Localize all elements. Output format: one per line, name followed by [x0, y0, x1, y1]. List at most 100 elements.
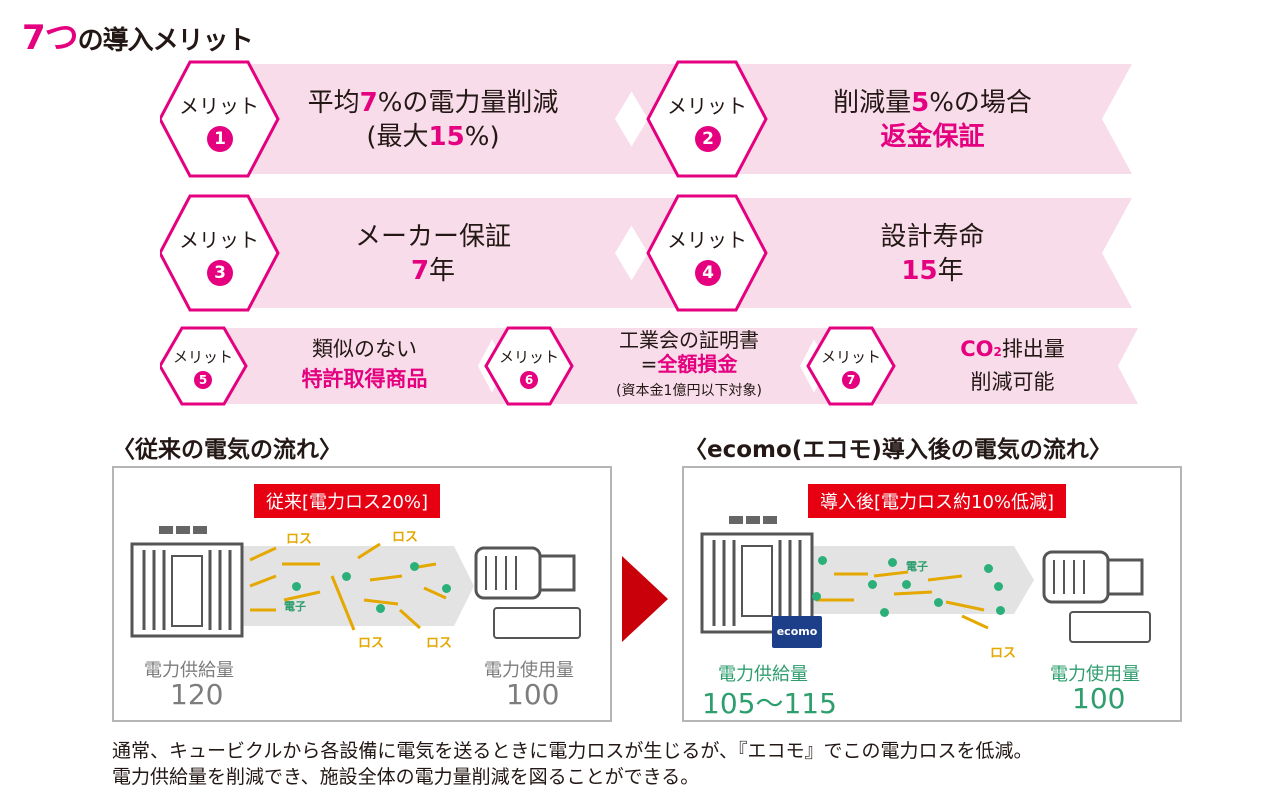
merit-text-note: (資本金1億円以下対象) [616, 383, 762, 399]
ecomo-device-label: ecomo [776, 625, 818, 638]
electron-dot [342, 572, 351, 581]
loss-label: ロス [286, 532, 313, 547]
merit-text-highlight: 7 [359, 88, 378, 118]
conventional-flow-panel: 従来[電力ロス20%] ロス ロス ロス ロス 電子 電力供給量 120 電力使… [112, 466, 612, 722]
merit-banner-6-shape [484, 326, 820, 406]
electron-dot [812, 592, 821, 601]
title-rest: の導入メリット [77, 26, 254, 56]
title-accent: 7つ [22, 18, 79, 58]
merit-text-highlight: 特許取得商品 [301, 367, 428, 391]
electron-dot [934, 598, 943, 607]
merit-text: 削減量5%の場合 返金保証 [770, 86, 1095, 154]
merit-number-badge: 3 [207, 260, 233, 286]
supply-label: 電力供給量 [718, 664, 808, 685]
merit-text: 類似のない 特許取得商品 [252, 334, 477, 394]
merit-text-part: 削減量 [833, 88, 912, 118]
electron-label: 電子 [906, 560, 928, 573]
merit-text-part: = [640, 352, 658, 376]
merit-text-highlight: 5 [911, 88, 930, 118]
electron-dot [292, 582, 301, 591]
merit-text-part: 平均 [307, 88, 360, 118]
usage-value: 100 [506, 678, 560, 711]
merit-banner-4-shape [615, 194, 1132, 312]
merit-text-part: 年 [937, 256, 964, 286]
merit-banner-2-shape [615, 60, 1132, 178]
ecomo-flow-panel: 導入後[電力ロス約10%低減] ecomo ロス 電子 電力供給量 105〜11… [682, 466, 1182, 722]
electron-label: 電子 [284, 600, 306, 613]
merit-text-highlight: 返金保証 [880, 122, 985, 152]
ecomo-flow-diagram [700, 516, 1151, 648]
merit-banner-7: メリット 7 CO2排出量 削減可能 [804, 326, 1140, 406]
electron-dot [442, 584, 451, 593]
merit-text-part: 削減可能 [970, 370, 1055, 394]
merit-text: 工業会の証明書 =全額損金 (資本金1億円以下対象) [574, 328, 804, 403]
merit-text: メーカー保証 7年 [278, 220, 588, 288]
caption-line-2: 電力供給量を削減でき、施設全体の電力量削減を図ることができる。 [112, 766, 700, 788]
loss-label: ロス [426, 636, 453, 651]
electron-dot [888, 558, 897, 567]
merit-text: CO2排出量 削減可能 [900, 334, 1125, 397]
merit-banner-6: メリット 6 工業会の証明書 =全額損金 (資本金1億円以下対象) [482, 326, 822, 406]
electron-dot [818, 556, 827, 565]
merit-number-badge: 2 [695, 126, 721, 152]
merit-banner-4: メリット 4 設計寿命 15年 [610, 194, 1135, 312]
caption-line-1: 通常、キュービクルから各設備に電気を送るときに電力ロスが生じるが、『エコモ』でこ… [112, 740, 1033, 762]
merit-banner-3: メリット 3 メーカー保証 7年 [160, 194, 650, 312]
merit-text-highlight: 全額損金 [657, 352, 738, 376]
supply-label: 電力供給量 [144, 660, 234, 681]
loss-label: ロス [392, 530, 419, 545]
merit-number-badge: 5 [194, 371, 212, 389]
merit-number-badge: 6 [520, 371, 538, 389]
usage-value: 100 [1072, 682, 1126, 715]
usage-label: 電力使用量 [484, 660, 574, 681]
merit-text-highlight: CO [960, 337, 994, 361]
merit-text-part: %の場合 [929, 88, 1032, 118]
merit-text: 設計寿命 15年 [770, 220, 1095, 288]
page-title: 7つの導入メリット [22, 10, 254, 59]
merit-text-part: %) [464, 122, 500, 152]
merit-text-part: (最大 [366, 122, 429, 152]
merit-banner-1: メリット 1 平均7%の電力量削減 (最大15%) [160, 60, 650, 178]
loss-label: ロス [358, 636, 385, 651]
loss-label: ロス [990, 646, 1017, 661]
merit-banner-3-shape [160, 194, 648, 312]
merit-banner-7-shape [806, 326, 1138, 406]
merit-label: メリット [820, 348, 881, 366]
merit-number-badge: 4 [695, 260, 721, 286]
merit-text-part: 工業会の証明書 [619, 328, 759, 352]
left-section-heading: 〈従来の電気の流れ〉 [112, 437, 342, 463]
merit-label: メリット [498, 348, 559, 366]
electron-dot [994, 582, 1003, 591]
merit-text-part: 類似のない [312, 337, 417, 361]
merit-label: メリット [179, 94, 259, 118]
loss-tag: 導入後[電力ロス約10%低減] [808, 484, 1067, 518]
merit-text-part: 年 [429, 256, 456, 286]
merit-banner-2: メリット 2 削減量5%の場合 返金保証 [610, 60, 1135, 178]
usage-label: 電力使用量 [1050, 664, 1140, 685]
transition-arrow-icon [622, 556, 668, 642]
merit-banner-5: メリット 5 類似のない 特許取得商品 [160, 326, 500, 406]
merit-banner-1-shape [160, 60, 648, 178]
merit-text-highlight: 15 [428, 122, 465, 152]
electron-dot [880, 608, 889, 617]
merit-text-highlight: 15 [901, 256, 938, 286]
merit-label: メリット [667, 228, 747, 252]
merit-text-part: メーカー保証 [354, 222, 511, 252]
electron-dot [984, 564, 993, 573]
supply-value: 105〜115 [702, 687, 837, 720]
electron-dot [902, 580, 911, 589]
merit-label: メリット [179, 228, 259, 252]
merit-text-part: %の電力量削減 [377, 88, 559, 118]
electron-dot [410, 562, 419, 571]
merit-number-badge: 7 [842, 371, 860, 389]
merit-text-part: 排出量 [1001, 337, 1065, 361]
merit-label: メリット [667, 94, 747, 118]
electron-dot [996, 606, 1005, 615]
merit-text-subscript: 2 [993, 345, 1002, 359]
electron-dot [376, 604, 385, 613]
merit-text-part: 設計寿命 [880, 222, 985, 252]
electron-dot [868, 580, 877, 589]
loss-tag: 従来[電力ロス20%] [254, 484, 441, 518]
merit-number-badge: 1 [207, 126, 233, 152]
merit-text: 平均7%の電力量削減 (最大15%) [278, 86, 588, 154]
